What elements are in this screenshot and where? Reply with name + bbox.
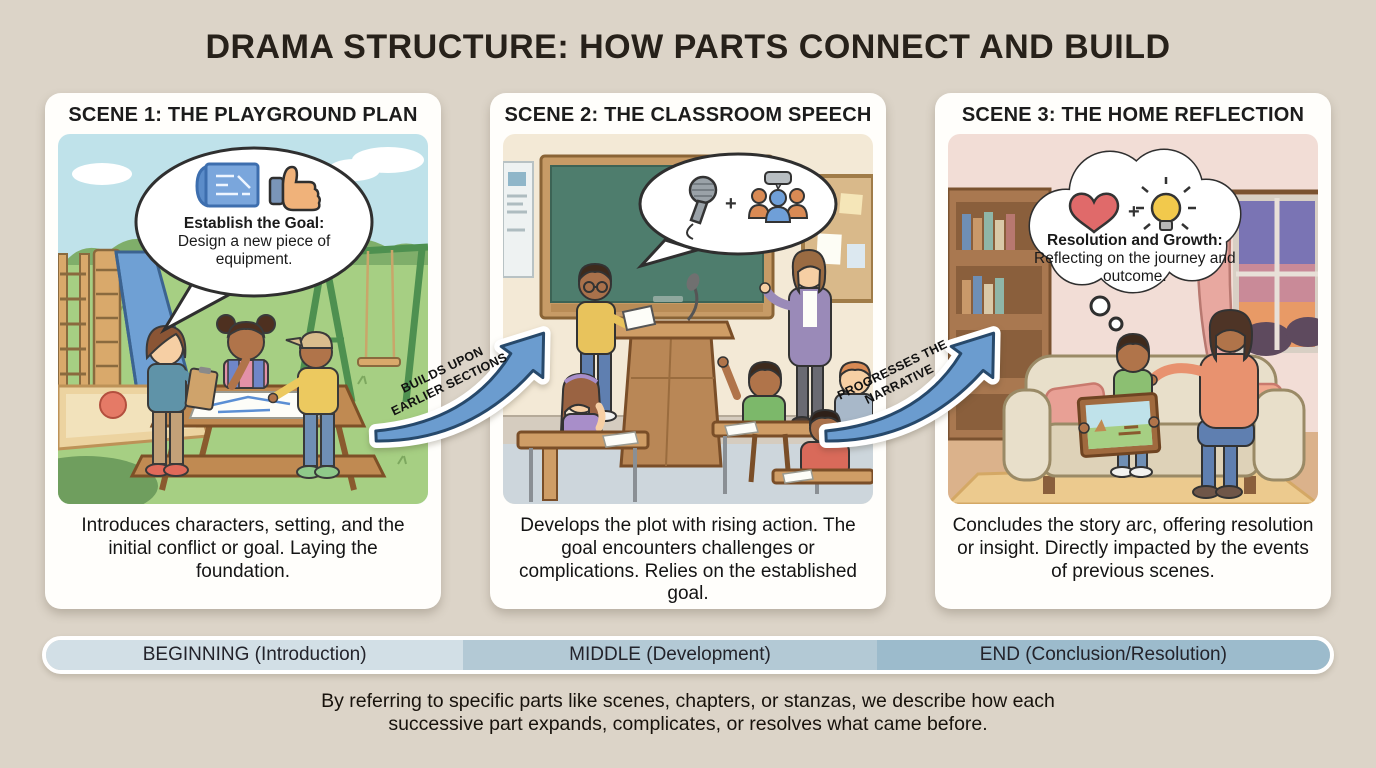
timeline-end-label: END (Conclusion/Resolution) [979, 644, 1227, 665]
arrow-builds-upon: BUILDS UPON EARLIER SECTIONS [364, 310, 576, 462]
microphone-icon [686, 175, 718, 240]
scene1-bubble-body: Design a new piece of equipment. [177, 233, 331, 269]
scene-cards-row: SCENE 1: THE PLAYGROUND PLAN [45, 93, 1331, 609]
scene3-caption: Concludes the story arc, offering resolu… [952, 515, 1314, 582]
blueprint-icon [195, 162, 260, 208]
audience-icon [747, 171, 809, 223]
ball [99, 391, 127, 419]
headband [563, 374, 599, 384]
timeline-bar: BEGINNING (Introduction) MIDDLE (Develop… [42, 636, 1334, 674]
scene1-bubble-title: Establish the Goal: [183, 215, 325, 233]
tree-silhouette [1286, 317, 1318, 347]
lightbulb-icon [1136, 177, 1196, 231]
speech-notes [621, 304, 657, 332]
plus-sign: + [725, 193, 737, 215]
scene-card-2: SCENE 2: THE CLASSROOM SPEECH [490, 93, 886, 609]
arrow-progresses-narrative: PROGRESSES THE NARRATIVE [814, 310, 1026, 462]
timeline-middle: MIDDLE (Development) [463, 640, 877, 670]
scene1-caption: Introduces characters, setting, and the … [81, 515, 405, 582]
mom [1146, 308, 1259, 499]
thumbs-up-icon [268, 165, 322, 212]
scene1-bubble-text: Establish the Goal: Design a new piece o… [151, 215, 358, 269]
footer-note: By referring to specific parts like scen… [321, 690, 1055, 736]
kid-clipboard-girl [145, 324, 219, 477]
kid-center-girl [216, 314, 276, 390]
timeline-beginning: BEGINNING (Introduction) [46, 640, 464, 670]
podium-microphone [686, 273, 700, 291]
timeline-middle-label: MIDDLE (Development) [569, 644, 771, 665]
plus-sign: + [1128, 201, 1140, 223]
student-raised-hand [711, 356, 833, 494]
student-girl [516, 372, 650, 502]
student-orange-hair [834, 360, 873, 427]
page-title: DRAMA STRUCTURE: HOW PARTS CONNECT AND B… [205, 28, 1171, 66]
photo-frame [1076, 392, 1162, 458]
scene2-header: SCENE 2: THE CLASSROOM SPEECH [504, 104, 872, 126]
scene-card-3: SCENE 3: THE HOME REFLECTION [935, 93, 1331, 609]
scene3-bubble-body: Reflecting on the journey and outcome. [1034, 250, 1236, 285]
scene3-bubble-text: Resolution and Growth: Reflecting on the… [1020, 232, 1249, 286]
wall-poster [503, 161, 534, 278]
timeline-end: END (Conclusion/Resolution) [876, 640, 1330, 670]
curved-arrow-icon [818, 326, 1001, 449]
playground-scene-svg [58, 134, 428, 504]
cloud [72, 163, 132, 185]
speech-bubble [134, 146, 374, 334]
scene3-header: SCENE 3: THE HOME REFLECTION [961, 104, 1305, 126]
scene1-illustration: Establish the Goal: Design a new piece o… [58, 134, 428, 504]
scene3-illustration: + Resolution and Growth: Reflecting on t… [948, 134, 1318, 504]
scene1-header: SCENE 1: THE PLAYGROUND PLAN [68, 104, 418, 126]
classroom-scene-svg: + [503, 134, 873, 504]
kid-cap-boy [267, 330, 340, 479]
bush [58, 456, 158, 504]
scene3-bubble-title: Resolution and Growth: [1047, 232, 1223, 250]
speech-bubble-2: + [636, 152, 838, 269]
home-scene-svg: + [948, 134, 1318, 504]
scene2-caption: Develops the plot with rising action. Th… [519, 515, 857, 605]
curved-arrow-icon [368, 326, 551, 449]
climber-rungs [60, 272, 86, 376]
timeline-beginning-label: BEGINNING (Introduction) [142, 644, 367, 665]
heart-icon [1068, 192, 1120, 234]
scene2-illustration: + [503, 134, 873, 504]
thought-bubble: + [1028, 148, 1242, 332]
scene-card-1: SCENE 1: THE PLAYGROUND PLAN [45, 93, 441, 609]
